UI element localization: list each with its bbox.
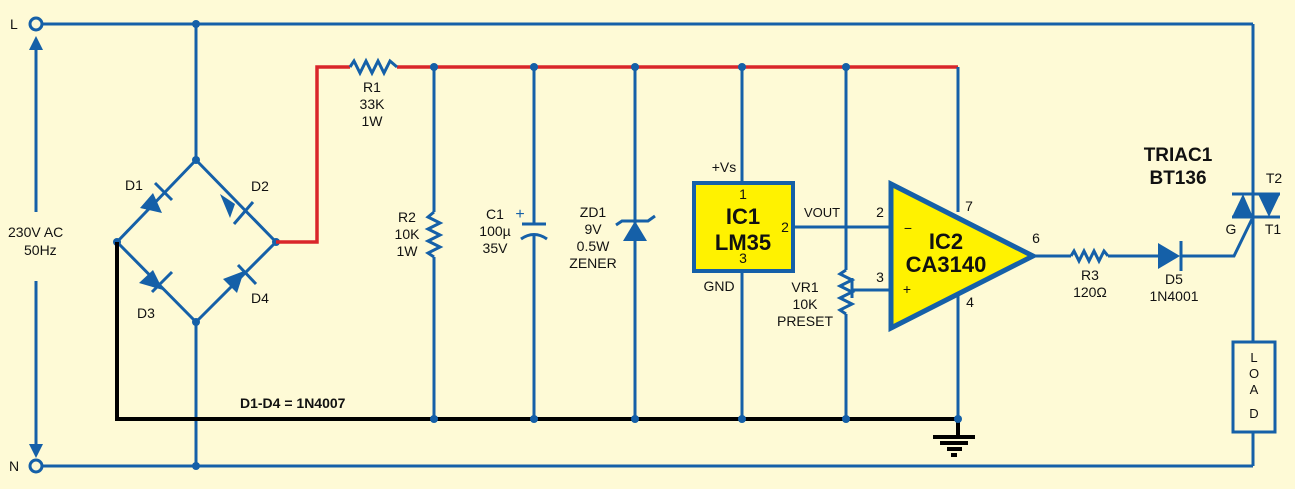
ic1-vs-label: +Vs bbox=[712, 159, 737, 175]
ic2-pin2: 2 bbox=[876, 204, 884, 220]
r1-value: 33K bbox=[360, 96, 386, 112]
resistor-r2 bbox=[424, 63, 444, 423]
ic1-part: LM35 bbox=[715, 230, 771, 255]
supply-arrow-up bbox=[29, 36, 43, 212]
load-letter-4: D bbox=[1249, 406, 1258, 421]
c1-name: C1 bbox=[486, 206, 504, 222]
live-rail bbox=[42, 22, 1255, 165]
ic2-ca3140: 2 3 − + IC2 CA3140 7 4 6 bbox=[876, 67, 1040, 423]
diode-d1 bbox=[140, 181, 174, 213]
bridge-rectifier: D1 D2 D3 D4 bbox=[113, 20, 280, 470]
load-letter-1: L bbox=[1250, 350, 1257, 365]
d1-label: D1 bbox=[125, 177, 143, 193]
neutral-terminal: N bbox=[9, 458, 44, 474]
diode-d5 bbox=[1158, 218, 1254, 271]
live-terminal-label: L bbox=[10, 16, 18, 32]
diode-d2 bbox=[220, 194, 255, 225]
triac-t2-label: T2 bbox=[1266, 170, 1283, 186]
ic1-name: IC1 bbox=[726, 204, 760, 229]
diode-d3 bbox=[139, 270, 174, 294]
ic2-part: CA3140 bbox=[906, 252, 987, 277]
triac-name: TRIAC1 bbox=[1144, 145, 1213, 166]
load: L O A D bbox=[1231, 340, 1277, 434]
ic1-lm35: 1 IC1 LM35 3 2 bbox=[692, 63, 795, 423]
ic2-minus: − bbox=[904, 220, 912, 236]
r2-power: 1W bbox=[397, 243, 419, 259]
zd1-type: ZENER bbox=[569, 255, 616, 271]
ic2-pin3: 3 bbox=[876, 269, 884, 285]
triac-part: BT136 bbox=[1149, 168, 1206, 189]
r3-value: 120Ω bbox=[1073, 284, 1107, 300]
ic2-pin4: 4 bbox=[966, 294, 974, 310]
load-letter-2: O bbox=[1249, 366, 1259, 381]
supply-arrow-down bbox=[29, 281, 43, 458]
resistor-r1 bbox=[348, 57, 398, 77]
zener-diode-zd1 bbox=[615, 63, 656, 423]
r1-name: R1 bbox=[363, 79, 381, 95]
vr1-name: VR1 bbox=[791, 279, 818, 295]
ic2-pin7: 7 bbox=[965, 198, 973, 214]
ic1-pin2: 2 bbox=[781, 219, 789, 235]
c1-polarity: + bbox=[515, 206, 524, 223]
r1-power: 1W bbox=[362, 113, 384, 129]
ic1-gnd-label: GND bbox=[703, 278, 734, 294]
supply-voltage-label: 230V AC bbox=[8, 224, 63, 240]
preset-vr1 bbox=[836, 63, 891, 423]
diode-d4 bbox=[223, 263, 258, 293]
vr1-value: 10K bbox=[793, 296, 819, 312]
ic2-plus: + bbox=[903, 281, 911, 297]
ic1-pin3: 3 bbox=[739, 250, 747, 266]
ic2-name: IC2 bbox=[929, 229, 963, 254]
ic1-pin1: 1 bbox=[739, 186, 747, 202]
live-terminal: L bbox=[10, 16, 44, 32]
capacitor-c1: + bbox=[515, 63, 548, 423]
zd1-name: ZD1 bbox=[580, 204, 607, 220]
vr1-type: PRESET bbox=[777, 313, 833, 329]
r3-name: R3 bbox=[1081, 267, 1099, 283]
zd1-power: 0.5W bbox=[577, 238, 610, 254]
c1-voltage: 35V bbox=[483, 240, 509, 256]
resistor-r3 bbox=[1069, 247, 1158, 265]
diode-part-note: D1-D4 = 1N4007 bbox=[240, 395, 346, 411]
r2-value: 10K bbox=[395, 226, 421, 242]
neutral-rail bbox=[42, 432, 1255, 468]
d4-label: D4 bbox=[251, 290, 269, 306]
zd1-value: 9V bbox=[584, 221, 602, 237]
triac-t1-label: T1 bbox=[1265, 221, 1282, 237]
neutral-terminal-label: N bbox=[9, 458, 19, 474]
load-letter-3: A bbox=[1250, 382, 1259, 397]
d3-label: D3 bbox=[137, 305, 155, 321]
d5-part: 1N4001 bbox=[1149, 288, 1198, 304]
triac-gate-label: G bbox=[1226, 221, 1237, 237]
supply-frequency-label: 50Hz bbox=[24, 242, 57, 258]
ic1-vout-label: VOUT bbox=[804, 205, 840, 220]
r2-name: R2 bbox=[398, 209, 416, 225]
d2-label: D2 bbox=[251, 178, 269, 194]
d5-name: D5 bbox=[1165, 271, 1183, 287]
supply-bus bbox=[276, 65, 958, 244]
c1-value: 100µ bbox=[479, 223, 510, 239]
ground-bus bbox=[115, 242, 975, 457]
ic2-pin6: 6 bbox=[1032, 230, 1040, 246]
triac bbox=[1232, 165, 1280, 342]
